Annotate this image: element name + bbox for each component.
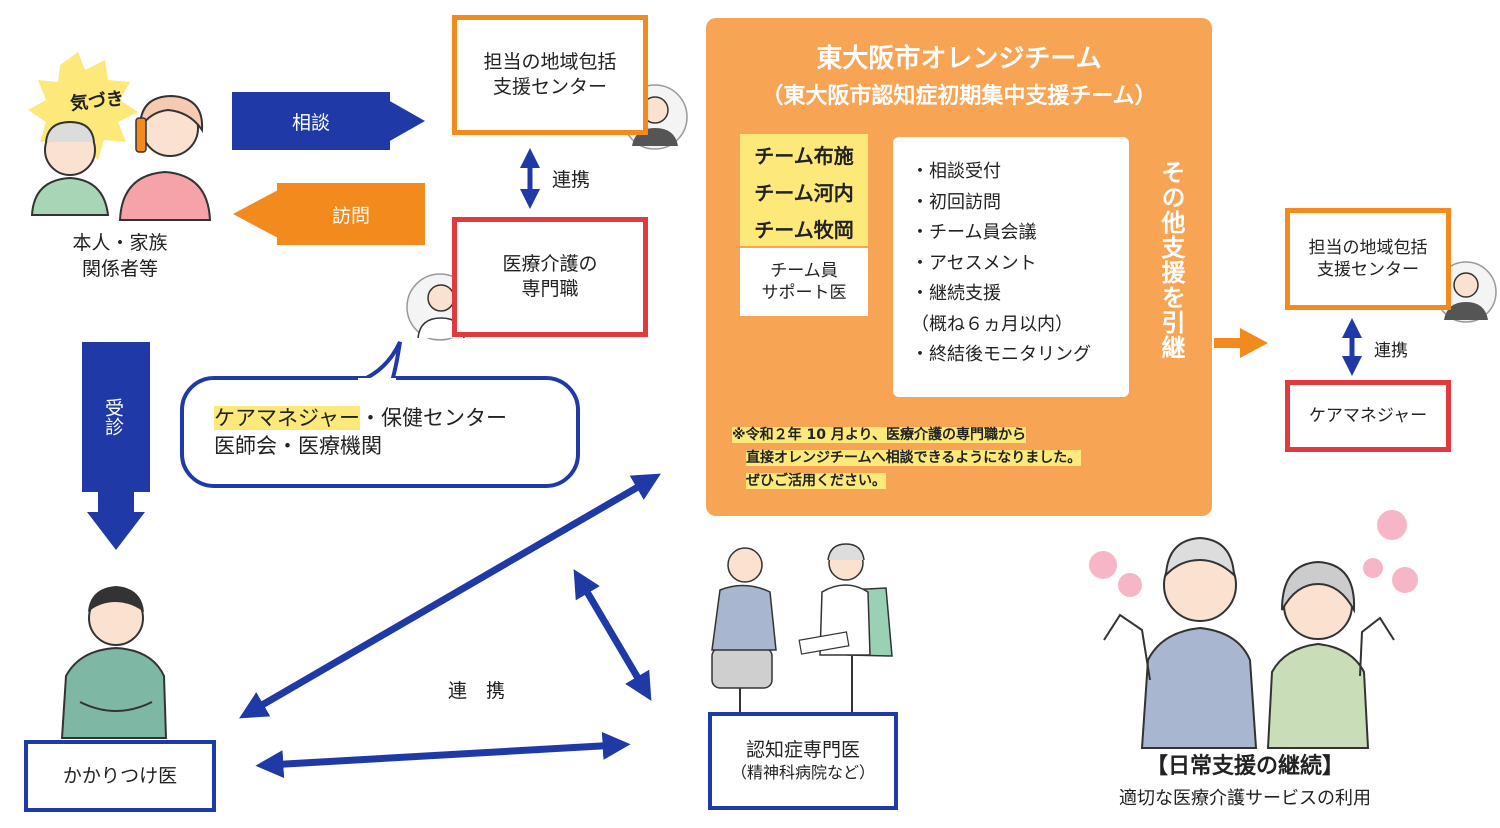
handover-label: その他支援を引継	[1157, 160, 1185, 360]
task-item: ・継続支援	[911, 283, 1001, 304]
iryou-professional-box: 医療介護の 専門職	[452, 217, 648, 337]
task-item: ・初回訪問	[911, 191, 1001, 213]
link-arrow-doctor-specialist	[255, 731, 631, 779]
task-item: ・終結後モニタリング	[911, 344, 1091, 365]
support-doctor-box: チーム員 サポート医	[740, 248, 868, 316]
chiiki-line2: 支援センター	[492, 76, 607, 98]
orange-team-subtitle: （東大阪市認知症初期集中支援チーム）	[761, 84, 1157, 109]
houmon-arrow	[233, 183, 425, 245]
chiiki-line1: 担当の地域包括	[483, 51, 617, 74]
handover-arrow-icon	[1214, 328, 1268, 358]
family-doctor-box: かかりつけ医	[24, 740, 216, 812]
right-chiiki-line2: 支援センター	[1317, 260, 1419, 280]
family-doctor-illustration	[60, 586, 168, 739]
team-fuse: チーム布施	[754, 144, 854, 168]
link-arrow-doctor-team	[239, 473, 661, 719]
patient-label-line1: 本人・家族	[72, 232, 168, 254]
specialist-line1: 認知症専門医	[745, 739, 860, 762]
jushin-label: 受診	[102, 398, 124, 436]
specialist-consultation-illustration	[711, 543, 893, 712]
iryou-line1: 医療介護の	[502, 253, 598, 276]
chiiki-center-box: 担当の地域包括 支援センター	[452, 15, 648, 135]
patient-label: 本人・家族 関係者等	[20, 230, 220, 282]
bubble-line1-rest: ・保健センター	[359, 406, 507, 430]
bubble-tail	[358, 341, 402, 384]
houmon-label: 訪問	[331, 204, 370, 227]
right-chiiki-box: 担当の地域包括 支援センター	[1285, 208, 1451, 310]
support-line1: チーム員	[770, 260, 838, 281]
note-line2: 直接オレンジチームへ相談できるようになりました。	[746, 450, 1082, 466]
specialist-box: 認知症専門医 （精神科病院など）	[708, 712, 898, 810]
right-staff-avatar-icon	[1435, 261, 1497, 323]
task-item: （概ね６ヵ月以内）	[911, 313, 1073, 335]
teams-block	[740, 134, 868, 246]
renkei-center-label: 連 携	[448, 680, 506, 702]
daily-support-title: 【日常支援の継続】	[1145, 754, 1344, 779]
task-item: ・アセスメント	[911, 252, 1037, 274]
bubble-line2: 医師会・医療機関	[214, 434, 382, 458]
task-item: ・相談受付	[911, 161, 1001, 182]
orange-team-title: 東大阪市オレンジチーム	[816, 44, 1102, 74]
specialist-line2: （精神科病院など）	[730, 762, 875, 782]
renkei-right-label: 連携	[1374, 341, 1408, 361]
right-chiiki-line1: 担当の地域包括	[1308, 237, 1428, 258]
daily-support-subtitle: 適切な医療介護サービスの利用	[1119, 788, 1371, 809]
note-line1: ※令和２年 10 月より、医療介護の専門職から	[732, 427, 1026, 443]
jushin-arrow	[82, 342, 150, 550]
caremanager-box: ケアマネジャー	[1285, 380, 1451, 452]
support-line2: サポート医	[761, 283, 847, 303]
patient-family-illustration	[30, 94, 212, 221]
task-item: ・チーム員会議	[911, 222, 1037, 243]
speech-bubble: ケアマネジャー・保健センター 医師会・医療機関	[180, 376, 580, 488]
patient-label-line2: 関係者等	[81, 258, 158, 280]
link-arrow-team-specialist	[573, 569, 652, 701]
caremanager-highlight: ケアマネジャー	[214, 406, 360, 430]
team-hiraoka: チーム牧岡	[754, 218, 854, 242]
elderly-couple-illustration	[1089, 510, 1418, 749]
note-line3: ぜひご活用ください。	[746, 473, 886, 489]
soudan-arrow	[232, 92, 425, 150]
task-list: ・相談受付 ・初回訪問 ・チーム員会議 ・アセスメント ・継続支援 （概ね６ヵ月…	[893, 137, 1129, 397]
notice-text: ※令和２年 10 月より、医療介護の専門職から 直接オレンジチームへ相談できるよ…	[732, 424, 1082, 493]
iryou-line2: 専門職	[521, 278, 579, 300]
team-kawachi: チーム河内	[754, 181, 854, 205]
renkei-small-label: 連携	[552, 169, 591, 191]
soudan-label: 相談	[291, 111, 330, 134]
